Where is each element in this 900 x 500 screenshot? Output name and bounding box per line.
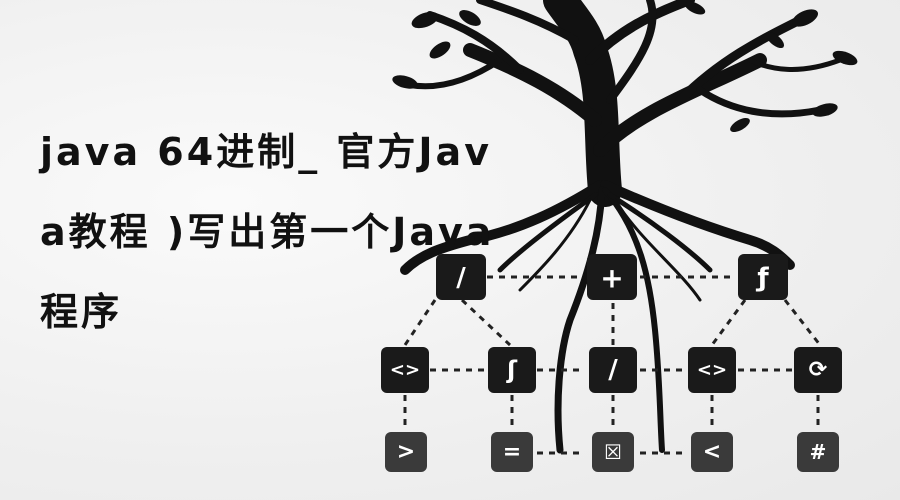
node-hash: # — [810, 440, 827, 464]
node-angle-brackets-left: <> — [390, 360, 420, 381]
node-integral: ʃ — [506, 356, 518, 384]
node-equals: = — [503, 440, 521, 465]
diagram-nodes-middle: <> ʃ / <> ⟳ — [381, 347, 842, 393]
tree-icon — [407, 0, 843, 207]
node-angle-brackets-right: <> — [697, 360, 727, 381]
node-greater-than: > — [397, 440, 415, 465]
refresh-icon: ⟳ — [809, 358, 828, 383]
roots-icon — [400, 180, 795, 454]
node-function: ƒ — [755, 263, 769, 293]
node-slash-middle: / — [608, 355, 618, 385]
node-less-than: < — [703, 440, 721, 465]
page-title: java 64进制_ 官方Java教程 )写出第一个Java程序 — [40, 130, 495, 334]
diagram-nodes-top: / + ƒ — [436, 254, 788, 300]
node-cross-box: ☒ — [604, 440, 622, 464]
node-slash-top: / — [456, 263, 466, 293]
node-plus: + — [600, 262, 623, 295]
diagram-connectors — [403, 275, 822, 455]
diagram-nodes-bottom: > = ☒ < # — [385, 432, 839, 472]
leaves-icon — [392, 1, 858, 132]
